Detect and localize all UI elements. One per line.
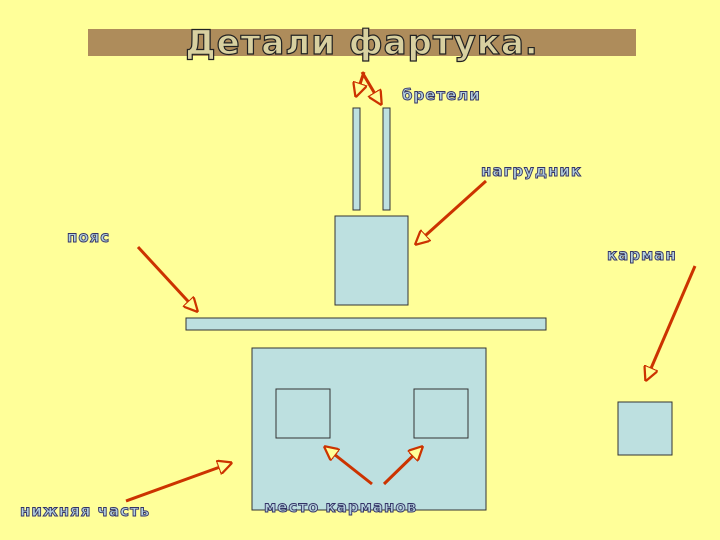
label-bib: нагрудник (481, 162, 582, 180)
pocket-place-right (413, 388, 469, 439)
pocket-place-left (275, 388, 331, 439)
bib-piece (334, 215, 409, 306)
arrow-belt (136, 245, 197, 311)
label-belt: пояс (67, 228, 110, 246)
label-lower-part: нижняя часть (20, 502, 150, 520)
arrow-straps-right (360, 71, 381, 104)
arrow-pocket-place-left (325, 447, 373, 486)
belt-piece (185, 317, 547, 331)
arrow-lower-part (125, 463, 231, 503)
strap-right (382, 107, 391, 211)
label-straps: бретели (402, 86, 481, 104)
arrow-pocket-place-right (382, 447, 422, 486)
arrow-bib (416, 179, 488, 244)
pocket-piece (617, 401, 673, 456)
label-pocket-places: место карманов (264, 498, 417, 516)
arrow-pocket (646, 265, 697, 380)
title-band (88, 29, 636, 56)
page-title: Детали фартука. (185, 23, 538, 63)
label-pocket: карман (607, 246, 677, 264)
strap-left (352, 107, 361, 211)
arrows (125, 71, 697, 503)
